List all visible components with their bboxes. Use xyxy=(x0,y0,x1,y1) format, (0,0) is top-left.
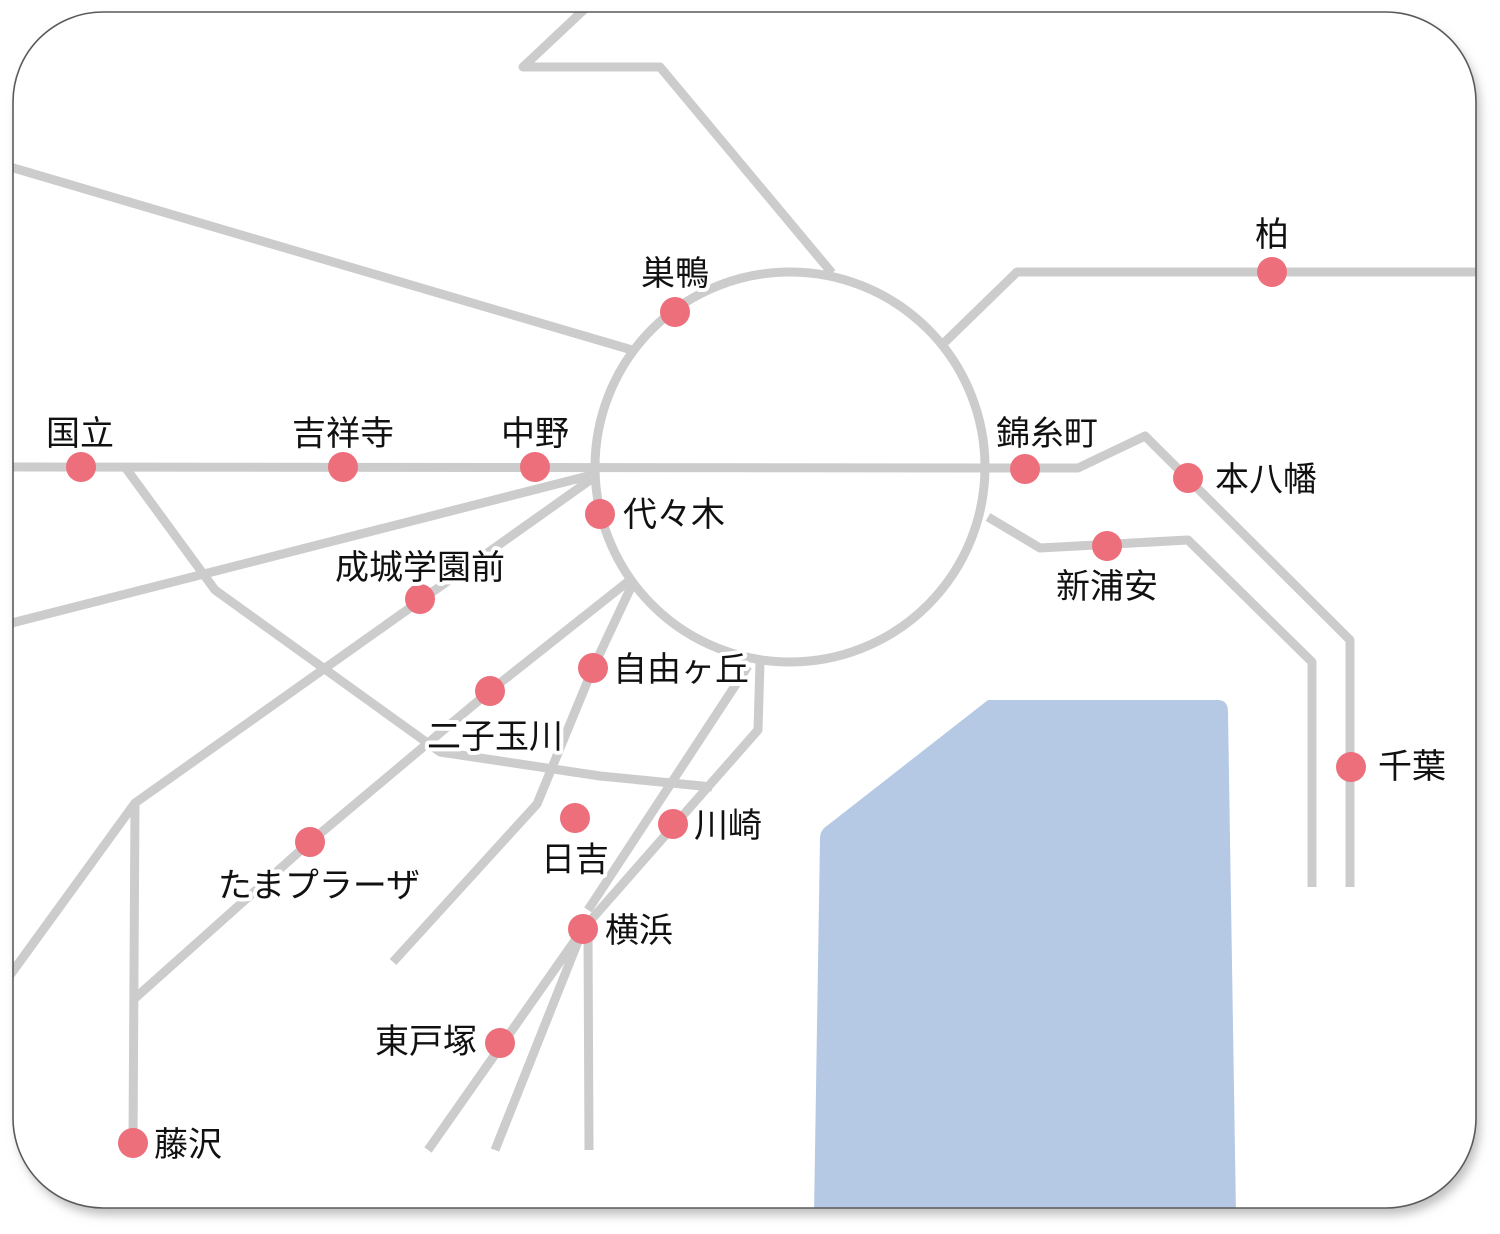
station-label: 中野 xyxy=(501,414,569,454)
station-dot xyxy=(585,499,615,529)
station-dot xyxy=(660,297,690,327)
station-hiyoshi: 日吉 xyxy=(537,803,613,884)
map-content xyxy=(13,12,1476,1208)
station-dot xyxy=(578,653,608,683)
rail-line-joban xyxy=(941,267,1476,346)
station-dot xyxy=(1257,257,1287,287)
station-label: 川崎 xyxy=(694,806,762,846)
station-dot xyxy=(66,452,96,482)
station-kichijoji: 吉祥寺 xyxy=(288,410,398,482)
water-area xyxy=(814,700,1236,1208)
station-label: 千葉 xyxy=(1378,747,1446,787)
rail-line-den-en-toshi xyxy=(130,576,633,1004)
station-dot xyxy=(1010,454,1040,484)
station-dot xyxy=(475,676,505,706)
station-motoyawata: 本八幡 xyxy=(1173,456,1321,504)
station-label: 新浦安 xyxy=(1056,567,1158,607)
station-dot xyxy=(560,803,590,833)
rail-lines xyxy=(13,12,1476,1153)
rail-line-fujisawa-branch xyxy=(128,802,140,1144)
station-label: 柏 xyxy=(1255,215,1289,255)
station-label: 二子玉川 xyxy=(427,717,563,757)
station-kinshicho: 錦糸町 xyxy=(992,410,1102,484)
station-fujisawa: 藤沢 xyxy=(118,1121,226,1169)
station-label: 成城学園前 xyxy=(335,548,505,588)
station-dot xyxy=(568,914,598,944)
station-chiba: 千葉 xyxy=(1336,743,1450,791)
station-dot xyxy=(485,1028,515,1058)
station-label: 本八幡 xyxy=(1215,460,1317,500)
station-label: 吉祥寺 xyxy=(292,414,394,454)
station-tama-plaza: たまプラーザ xyxy=(214,827,424,910)
rail-line-negishi xyxy=(583,928,594,1151)
station-dot xyxy=(1336,752,1366,782)
rail-line-keihin-tohoku xyxy=(579,661,765,932)
station-dot xyxy=(405,584,435,614)
map-frame xyxy=(12,11,1477,1209)
station-dot xyxy=(520,452,550,482)
rail-line-west xyxy=(13,469,598,631)
station-label: 東戸塚 xyxy=(375,1022,477,1062)
station-jiyugaoka: 自由ヶ丘 xyxy=(578,646,753,694)
station-sugamo: 巣鴨 xyxy=(637,250,713,327)
station-label: 藤沢 xyxy=(154,1125,222,1165)
station-label: 日吉 xyxy=(541,840,609,880)
rail-line-chuo-sobu xyxy=(13,431,1355,887)
rail-line-northwest xyxy=(13,159,634,355)
rail-line-tokaido xyxy=(584,663,752,913)
rail-line-toyoko xyxy=(389,583,637,966)
station-dot xyxy=(295,827,325,857)
station-nakano: 中野 xyxy=(497,410,573,482)
station-yoyogi: 代々木 xyxy=(585,491,729,539)
station-yokohama: 横浜 xyxy=(568,907,677,955)
station-kawasaki: 川崎 xyxy=(658,802,766,850)
station-shin-urayasu: 新浦安 xyxy=(1052,531,1162,611)
station-dot xyxy=(1092,531,1122,561)
station-label: 自由ヶ丘 xyxy=(613,650,749,690)
station-label: 横浜 xyxy=(605,911,673,951)
rail-line-nambu xyxy=(121,464,713,792)
stations: 巣鴨 柏 国立 吉祥寺 中野 錦糸町 本八幡 代々木 xyxy=(42,211,1450,1169)
station-label: 国立 xyxy=(46,414,114,454)
station-futako-tamagawa: 二子玉川 xyxy=(423,676,567,761)
rail-line-keiyo xyxy=(985,513,1317,887)
station-label: たまプラーザ xyxy=(218,866,420,906)
station-dot xyxy=(658,809,688,839)
station-dot xyxy=(118,1128,148,1158)
station-kunitachi: 国立 xyxy=(42,410,118,482)
rail-line-tokaido-south xyxy=(490,927,588,1152)
station-higashi-totsuka: 東戸塚 xyxy=(371,1018,515,1066)
station-kashiwa: 柏 xyxy=(1251,211,1293,287)
station-label: 錦糸町 xyxy=(996,414,1098,454)
station-label: 代々木 xyxy=(623,495,725,535)
station-dot xyxy=(1173,463,1203,493)
station-dot xyxy=(328,452,358,482)
yamanote-loop xyxy=(590,267,990,667)
rail-line-north xyxy=(518,12,836,276)
station-seijogakuen-mae: 成城学園前 xyxy=(331,544,509,614)
station-label: 巣鴨 xyxy=(641,254,709,294)
